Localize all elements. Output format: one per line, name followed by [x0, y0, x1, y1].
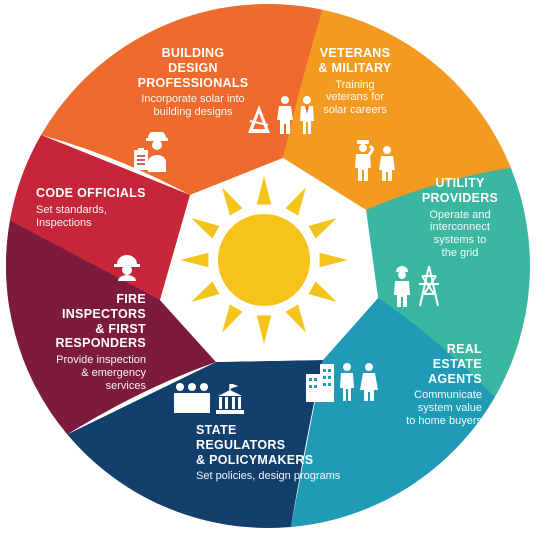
petal-fire	[5, 220, 216, 435]
service-woman-icon	[379, 146, 395, 181]
state-label: STATE REGULATORS & POLICYMAKERS Set poli…	[196, 423, 366, 483]
sun-ray	[285, 187, 306, 216]
sun-ray	[222, 304, 243, 333]
agent-man-icon	[340, 363, 354, 401]
fire-icons	[114, 255, 140, 281]
building-design-label: BUILDING DESIGN PROFESSIONALS Incorporat…	[118, 46, 268, 119]
utility-desc: Operate and interconnect systems to the …	[429, 208, 491, 260]
sun-ray	[191, 281, 220, 302]
real-estate-label: REAL ESTATE AGENTS Communicate system va…	[372, 342, 482, 428]
sun-icon	[180, 176, 348, 344]
petal-state	[67, 360, 323, 528]
petal-veterans	[283, 9, 511, 211]
policymakers-group-icon	[174, 383, 210, 413]
saluting-soldier-icon	[355, 140, 374, 181]
architect-man-icon	[300, 96, 314, 134]
veterans-title: VETERANS & MILITARY	[318, 46, 392, 75]
sun-ray	[191, 218, 220, 239]
state-icons	[172, 382, 244, 414]
petal-building-design	[41, 3, 323, 195]
real-estate-desc: Communicate system value to home buyers	[406, 389, 482, 428]
firefighter-icon	[114, 255, 140, 281]
sun-ray	[308, 218, 337, 239]
petal-code	[9, 135, 191, 300]
power-tower-icon	[419, 265, 439, 307]
clipboard-inspector-icon	[134, 132, 168, 172]
building-design-title: BUILDING DESIGN PROFESSIONALS	[137, 46, 249, 90]
real-estate-icons	[306, 362, 378, 402]
drafting-tools-icon	[248, 105, 270, 133]
code-officials-title: CODE OFFICIALS	[36, 186, 146, 200]
utility-icons	[392, 264, 442, 308]
sun-ray	[180, 252, 209, 268]
state-desc: Set policies, design programs	[196, 470, 341, 483]
utility-worker-icon	[394, 266, 410, 307]
veterans-icons	[352, 140, 396, 182]
engineer-woman-icon	[277, 96, 293, 134]
buildings-icon	[306, 364, 334, 402]
code-officials-icons	[134, 132, 168, 174]
sun-ray	[222, 187, 243, 216]
sun-ray	[256, 315, 272, 344]
fire-label: FIRE INSPECTORS & FIRST RESPONDERS Provi…	[34, 292, 146, 393]
real-estate-title: REAL ESTATE AGENTS	[428, 342, 482, 386]
utility-title: UTILITY PROVIDERS	[421, 176, 499, 205]
code-officials-label: CODE OFFICIALS Set standards, Inspection…	[36, 186, 156, 230]
fire-title: FIRE INSPECTORS & FIRST RESPONDERS	[55, 292, 146, 351]
fire-desc: Provide inspection & emergency services	[56, 354, 146, 392]
petal-real-estate	[290, 298, 495, 528]
veterans-desc: Training veterans for solar careers	[323, 78, 387, 117]
building-design-icons	[246, 95, 316, 135]
code-officials-desc: Set standards, Inspections	[36, 203, 107, 229]
veterans-label: VETERANS & MILITARY Training veterans fo…	[300, 46, 410, 117]
capitol-building-icon	[216, 384, 244, 414]
sun-ray	[285, 304, 306, 333]
petal-utility	[366, 167, 530, 397]
state-title: STATE REGULATORS & POLICYMAKERS	[196, 423, 314, 467]
sun-disc	[218, 214, 310, 306]
sun-ray	[319, 252, 348, 268]
sun-ray	[256, 176, 272, 205]
agent-woman-icon	[360, 363, 378, 401]
sun-ray	[308, 281, 337, 302]
utility-label: UTILITY PROVIDERS Operate and interconne…	[410, 176, 510, 260]
building-design-desc: Incorporate solar into building designs	[141, 93, 245, 119]
